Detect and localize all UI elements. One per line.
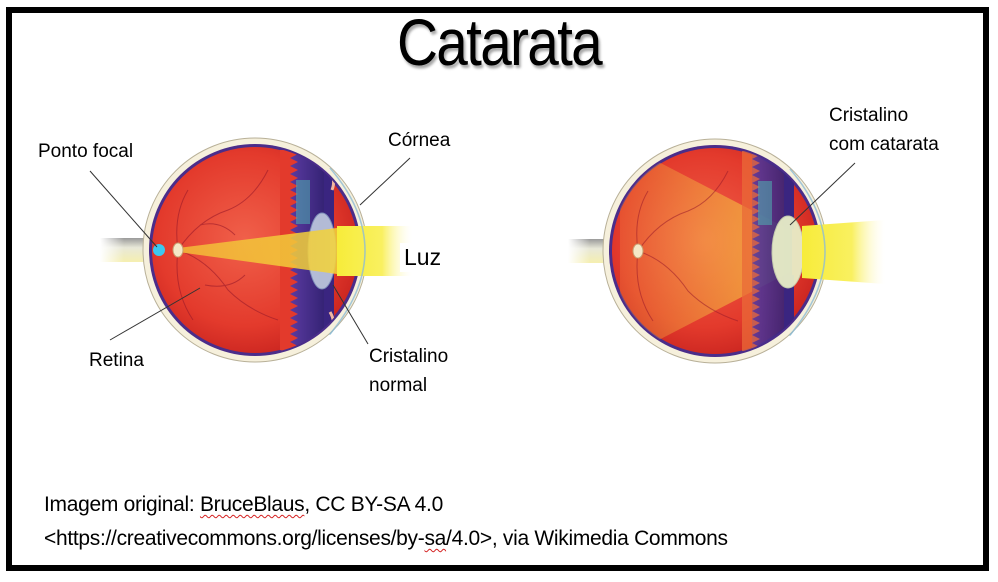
label-light: Luz — [400, 243, 446, 272]
normal-eye — [100, 137, 412, 363]
credit-author: BruceBlaus — [199, 493, 305, 516]
label-cornea: Córnea — [388, 130, 451, 151]
label-retina: Retina — [89, 350, 144, 371]
label-focal-point: Ponto focal — [38, 141, 134, 162]
focal-point-marker — [153, 244, 165, 256]
credit-line-2: <https://creativecommons.org/licenses/by… — [44, 522, 728, 556]
label-cataract-lens-line2: com catarata — [829, 134, 939, 155]
cataract-eye — [568, 138, 885, 364]
cloudy-lens — [771, 215, 805, 289]
credit-line-1: Imagem original: BruceBlaus, CC BY-SA 4.… — [44, 488, 728, 522]
credit-url-end: /4.0>, via Wikimedia Commons — [446, 527, 728, 550]
credit-url-start: <https://creativecommons.org/licenses/by… — [44, 527, 425, 550]
slide-title: Catarata — [397, 5, 603, 79]
credit-license: , CC BY-SA 4.0 — [304, 493, 443, 516]
credit-url-sa: sa — [424, 527, 447, 550]
label-normal-lens-line1: Cristalino — [369, 346, 449, 367]
leader-lines — [89, 157, 856, 345]
image-credit: Imagem original: BruceBlaus, CC BY-SA 4.… — [44, 488, 728, 556]
label-normal-lens: Cristalino normal — [369, 342, 448, 400]
credit-prefix: Imagem original: — [44, 493, 200, 516]
label-normal-lens-line2: normal — [369, 375, 428, 396]
label-cataract-lens: Cristalino com catarata — [829, 101, 939, 159]
label-cataract-lens-line1: Cristalino — [829, 105, 909, 126]
